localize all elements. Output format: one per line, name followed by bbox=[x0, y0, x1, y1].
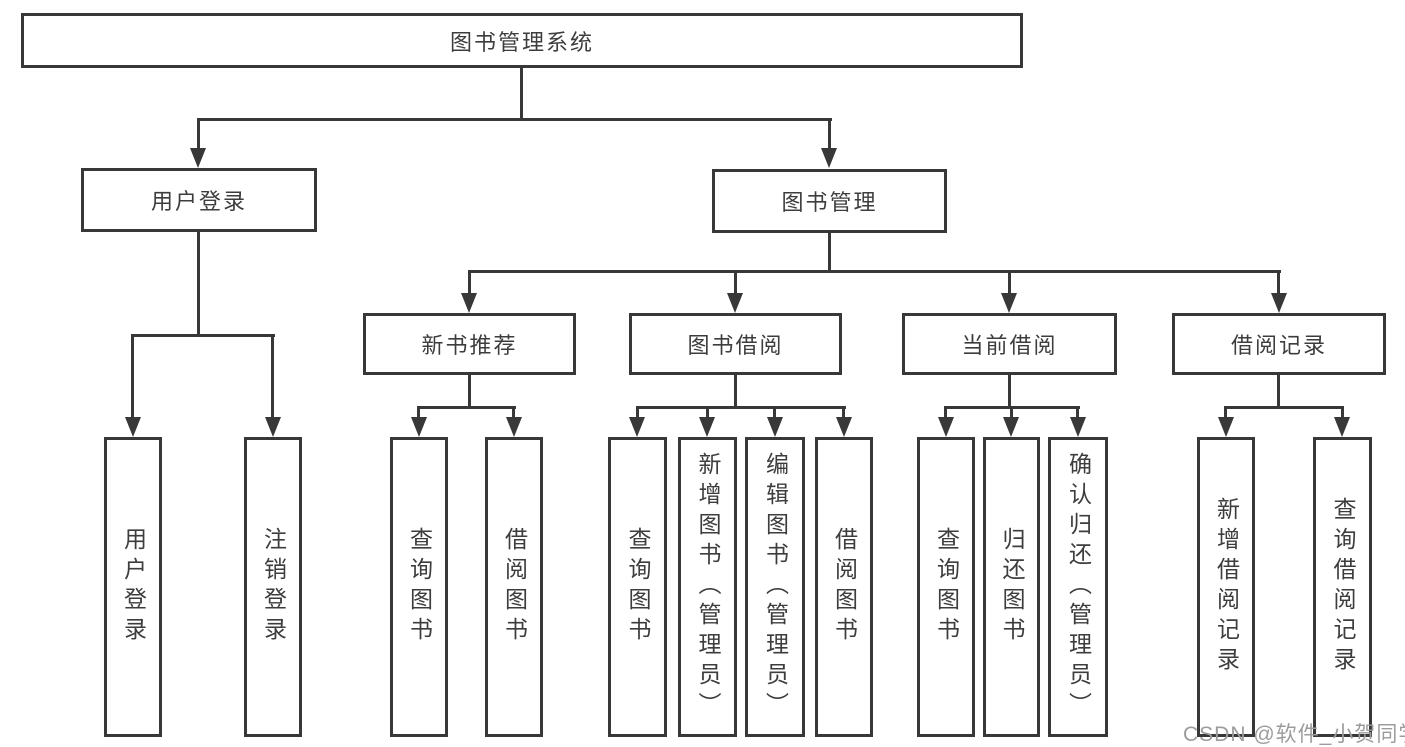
node-label: 借阅记录 bbox=[1230, 333, 1327, 358]
connector-line bbox=[1277, 270, 1280, 295]
connector-line bbox=[1341, 406, 1344, 419]
arrow-down-icon bbox=[190, 148, 206, 168]
arrow-down-icon bbox=[767, 417, 783, 437]
connector-line bbox=[468, 373, 471, 409]
node-new-book-recommend: 新书推荐 bbox=[363, 313, 576, 375]
leaf-bb-edit-books-admin: 编辑图书（管理员） bbox=[745, 437, 805, 737]
leaf-nbr-borrow-books: 借阅图书 bbox=[485, 437, 543, 737]
arrow-down-icon bbox=[506, 417, 522, 437]
node-label: 新增借阅记录 bbox=[1213, 497, 1240, 677]
connector-line bbox=[197, 230, 200, 337]
connector-line bbox=[1076, 406, 1079, 419]
connector-line bbox=[468, 270, 1281, 273]
leaf-br-add-record: 新增借阅记录 bbox=[1197, 437, 1255, 737]
connector-line bbox=[944, 406, 947, 419]
connector-line bbox=[520, 66, 523, 121]
connector-line bbox=[417, 406, 420, 419]
connector-line bbox=[271, 334, 274, 419]
connector-line bbox=[1224, 406, 1344, 409]
leaf-bb-borrow-books: 借阅图书 bbox=[815, 437, 873, 737]
leaf-cb-return-books: 归还图书 bbox=[983, 437, 1040, 737]
connector-line bbox=[512, 406, 515, 419]
leaf-nbr-query-books: 查询图书 bbox=[390, 437, 448, 737]
arrow-down-icon bbox=[727, 293, 743, 313]
node-label: 查询图书 bbox=[933, 527, 960, 647]
node-label: 用户登录 bbox=[120, 527, 147, 647]
arrow-down-icon bbox=[461, 293, 477, 313]
node-label: 确认归还（管理员） bbox=[1065, 452, 1092, 722]
connector-line bbox=[636, 406, 846, 409]
arrow-down-icon bbox=[411, 417, 427, 437]
node-borrow-records: 借阅记录 bbox=[1172, 313, 1386, 375]
connector-line bbox=[842, 406, 845, 419]
leaf-bb-add-books-admin: 新增图书（管理员） bbox=[678, 437, 737, 737]
leaf-user-login: 用户登录 bbox=[104, 437, 162, 737]
leaf-br-query-record: 查询借阅记录 bbox=[1313, 437, 1372, 737]
connector-line bbox=[734, 373, 737, 409]
connector-line bbox=[417, 406, 516, 409]
node-label: 查询图书 bbox=[406, 527, 433, 647]
connector-line bbox=[468, 270, 471, 295]
node-current-borrowing: 当前借阅 bbox=[902, 313, 1117, 375]
arrow-down-icon bbox=[699, 417, 715, 437]
arrow-down-icon bbox=[1070, 417, 1086, 437]
leaf-bb-query-books: 查询图书 bbox=[608, 437, 667, 737]
connector-line bbox=[828, 231, 831, 273]
connector-line bbox=[197, 118, 200, 150]
arrow-down-icon bbox=[821, 148, 837, 168]
arrow-down-icon bbox=[1001, 293, 1017, 313]
leaf-cb-confirm-return-admin: 确认归还（管理员） bbox=[1048, 437, 1108, 737]
connector-line bbox=[1008, 373, 1011, 409]
connector-line bbox=[197, 118, 832, 121]
connector-line bbox=[1008, 270, 1011, 295]
arrow-down-icon bbox=[125, 417, 141, 437]
node-label: 编辑图书（管理员） bbox=[762, 452, 789, 722]
watermark: CSDN @软件_小贺同学 bbox=[1183, 723, 1405, 746]
arrow-down-icon bbox=[938, 417, 954, 437]
node-label: 借阅图书 bbox=[831, 527, 858, 647]
node-label: 用户登录 bbox=[150, 189, 247, 214]
connector-line bbox=[828, 118, 831, 150]
node-label: 查询图书 bbox=[625, 527, 651, 647]
arrow-down-icon bbox=[836, 417, 852, 437]
connector-line bbox=[706, 406, 709, 419]
node-label: 借阅图书 bbox=[501, 527, 528, 647]
node-root: 图书管理系统 bbox=[21, 13, 1023, 68]
arrow-down-icon bbox=[265, 417, 281, 437]
node-label: 图书管理系统 bbox=[449, 29, 594, 55]
node-label: 图书管理 bbox=[781, 190, 878, 215]
node-label: 归还图书 bbox=[999, 527, 1025, 647]
connector-line bbox=[773, 406, 776, 419]
connector-line bbox=[636, 406, 639, 419]
connector-line bbox=[1224, 406, 1227, 419]
node-label: 图书借阅 bbox=[687, 333, 784, 358]
connector-line bbox=[1277, 373, 1280, 409]
arrow-down-icon bbox=[1271, 293, 1287, 313]
connector-line bbox=[734, 270, 737, 295]
node-label: 注销登录 bbox=[260, 527, 287, 647]
node-label: 新书推荐 bbox=[421, 333, 518, 358]
arrow-down-icon bbox=[1003, 417, 1019, 437]
leaf-cb-query-books: 查询图书 bbox=[917, 437, 975, 737]
leaf-logout: 注销登录 bbox=[244, 437, 302, 737]
node-label: 新增图书（管理员） bbox=[695, 452, 721, 722]
arrow-down-icon bbox=[629, 417, 645, 437]
arrow-down-icon bbox=[1334, 417, 1350, 437]
node-user-login: 用户登录 bbox=[81, 168, 317, 232]
connector-line bbox=[131, 334, 275, 337]
arrow-down-icon bbox=[1218, 417, 1234, 437]
connector-line bbox=[1010, 406, 1013, 419]
node-label: 当前借阅 bbox=[961, 333, 1058, 358]
node-label: 查询借阅记录 bbox=[1330, 497, 1356, 677]
node-book-management: 图书管理 bbox=[712, 169, 947, 233]
connector-line bbox=[131, 334, 134, 419]
node-book-borrowing: 图书借阅 bbox=[629, 313, 842, 375]
